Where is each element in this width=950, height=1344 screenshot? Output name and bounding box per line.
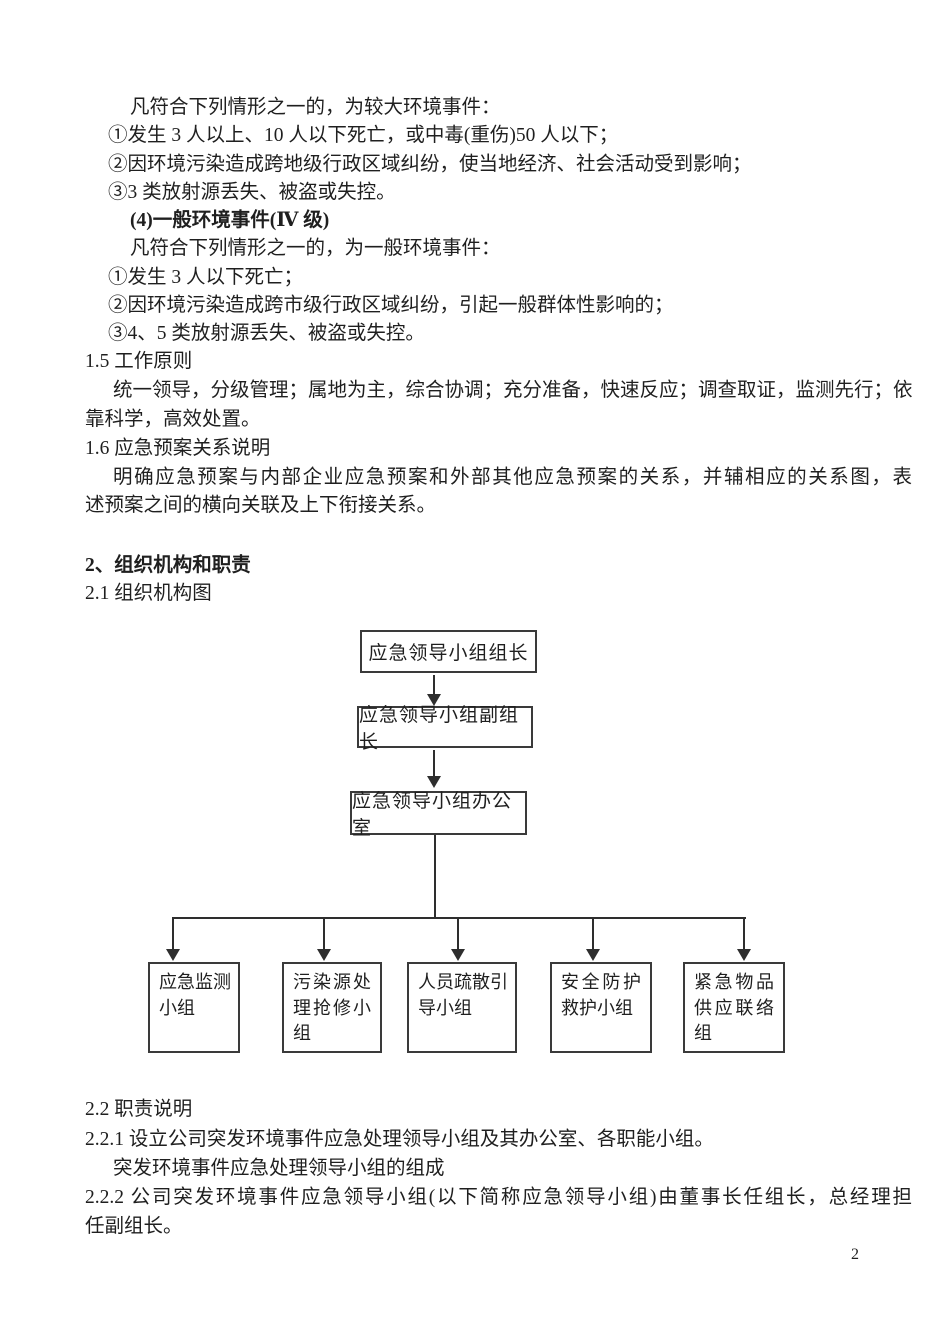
- org-box-label-line: 组: [694, 1023, 712, 1043]
- org-box-label-line: 救护小组: [561, 997, 633, 1018]
- body-text-line: 凡符合下列情形之一的，为一般环境事件：: [130, 238, 501, 259]
- heading-2-2-2: 2.2.2 公司突发环境事件应急领导小组(以下简称应急领导小组)由董事长任组长，…: [85, 1187, 912, 1208]
- org-box-label-line: 安全防护: [561, 972, 641, 992]
- org-box-label-line: 污染源处: [293, 972, 371, 992]
- list-item-line: ②因环境污染造成跨市级行政区域纠纷，引起一般群体性影响的；: [108, 295, 674, 316]
- connector-line: [172, 917, 746, 919]
- org-box-label-line: 供应联络: [694, 997, 774, 1018]
- list-item-line: ②因环境污染造成跨地级行政区域纠纷，使当地经济、社会活动受到影响；: [108, 154, 752, 175]
- org-box-office: 应急领导小组办公室: [350, 791, 527, 839]
- org-box-deputy-leader: 应急领导小组副组长: [357, 705, 533, 753]
- org-box-monitoring-team: 应急监测 小组: [148, 962, 240, 1053]
- org-box-safety-rescue-team: 安全防护 救护小组: [550, 962, 652, 1053]
- subheading-general-event: (4)一般环境事件(Ⅳ 级): [130, 210, 330, 231]
- arrow-down-icon: [451, 949, 465, 961]
- org-box-label-line: 理抢修小: [293, 997, 371, 1018]
- body-text-line: 突发环境事件应急处理领导小组的组成: [113, 1158, 445, 1179]
- connector-line: [457, 919, 459, 950]
- list-item-line: ③4、5 类放射源丢失、被盗或失控。: [108, 323, 425, 344]
- org-box-label-line: 小组: [159, 997, 195, 1018]
- body-text-line: 凡符合下列情形之一的，为较大环境事件：: [130, 97, 501, 118]
- connector-line: [323, 919, 325, 950]
- connector-line: [172, 919, 174, 950]
- body-text-line: 靠科学，高效处置。: [85, 409, 261, 430]
- connector-line: [434, 835, 436, 919]
- org-box-leader: 应急领导小组组长: [360, 630, 537, 673]
- heading-2: 2、组织机构和职责: [85, 555, 251, 576]
- list-item-line: ③3 类放射源丢失、被盗或失控。: [108, 182, 396, 203]
- org-box-pollution-repair-team: 污染源处 理抢修小 组: [282, 962, 382, 1053]
- heading-2-2: 2.2 职责说明: [85, 1099, 193, 1120]
- page-number: 2: [851, 1246, 859, 1263]
- arrow-down-icon: [427, 776, 441, 788]
- arrow-down-icon: [317, 949, 331, 961]
- arrow-down-icon: [586, 949, 600, 961]
- body-text-line: 统一领导，分级管理；属地为主，综合协调；充分准备，快速反应；调查取证，监测先行；…: [113, 380, 913, 401]
- body-text-line: 任副组长。: [85, 1216, 183, 1237]
- org-box-supplies-liaison-team: 紧急物品 供应联络 组: [683, 962, 785, 1053]
- body-text-line: 明确应急预案与内部企业应急预案和外部其他应急预案的关系，并辅相应的关系图，表: [113, 467, 912, 488]
- org-box-label-line: 紧急物品: [694, 972, 774, 992]
- arrow-down-icon: [427, 694, 441, 706]
- connector-line: [592, 919, 594, 950]
- org-box-label-line: 人员疏散引: [418, 972, 508, 992]
- connector-line: [433, 675, 435, 695]
- org-box-label-line: 组: [293, 1023, 311, 1043]
- heading-1-6: 1.6 应急预案关系说明: [85, 438, 271, 459]
- org-box-evacuation-team: 人员疏散引 导小组: [407, 962, 517, 1053]
- arrow-down-icon: [737, 949, 751, 961]
- org-box-label-line: 导小组: [418, 997, 472, 1018]
- connector-line: [433, 750, 435, 777]
- arrow-down-icon: [166, 949, 180, 961]
- heading-2-1: 2.1 组织机构图: [85, 583, 212, 604]
- heading-2-2-1: 2.2.1 设立公司突发环境事件应急处理领导小组及其办公室、各职能小组。: [85, 1129, 714, 1150]
- list-item-line: ①发生 3 人以上、10 人以下死亡，或中毒(重伤)50 人以下；: [108, 125, 619, 146]
- list-item-line: ①发生 3 人以下死亡；: [108, 267, 304, 288]
- body-text-line: 述预案之间的横向关联及上下衔接关系。: [85, 495, 437, 516]
- heading-1-5: 1.5 工作原则: [85, 351, 193, 372]
- org-box-label-line: 应急监测: [159, 972, 231, 992]
- connector-line: [743, 919, 745, 950]
